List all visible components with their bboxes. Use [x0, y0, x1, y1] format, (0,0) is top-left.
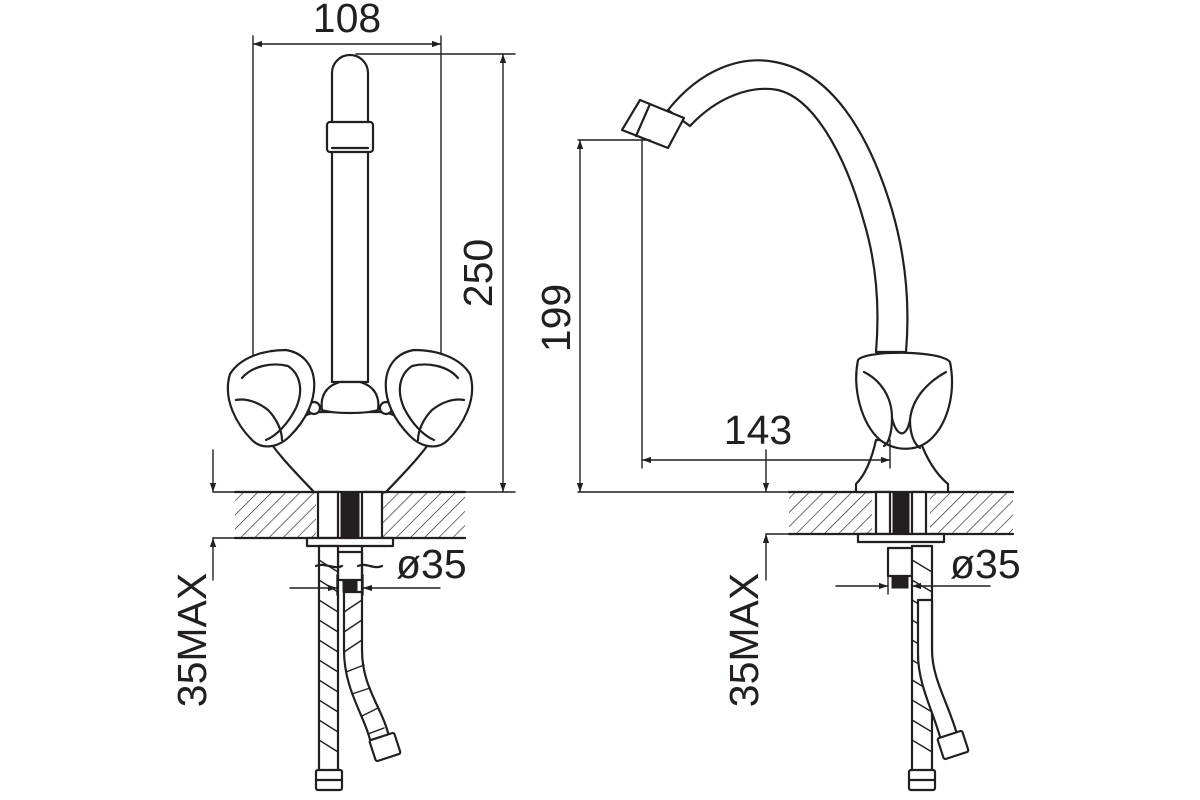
- front-height-label: 250: [455, 239, 501, 307]
- front-right-handle: [384, 348, 474, 448]
- side-view: 199 143 ø35 35MAX: [533, 59, 1021, 792]
- side-body: [854, 351, 954, 494]
- side-height-label: 199: [533, 284, 579, 352]
- front-diameter-label: ø35: [396, 541, 467, 587]
- front-left-handle: [226, 348, 316, 448]
- front-counter-thickness-label: 35MAX: [169, 573, 215, 707]
- side-spout: [620, 59, 909, 354]
- front-spout: [325, 53, 375, 384]
- side-counter-thickness-label: 35MAX: [721, 573, 767, 707]
- front-width-label: 108: [313, 0, 381, 41]
- side-diameter-label: ø35: [950, 541, 1021, 587]
- side-reach-label: 143: [724, 407, 792, 453]
- front-view: 108 250 ø35 35MAX: [169, 0, 516, 792]
- side-hoses: [907, 544, 970, 792]
- front-hoses: [314, 544, 402, 792]
